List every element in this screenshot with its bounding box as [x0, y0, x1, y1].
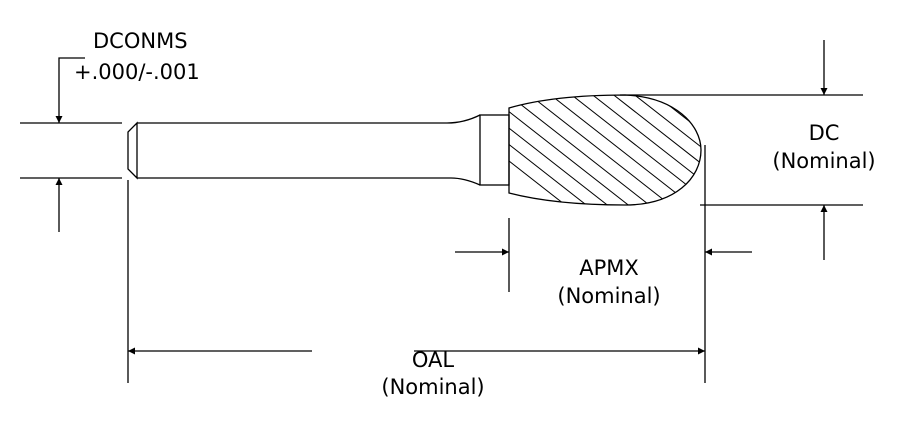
hatch-line — [526, 95, 701, 205]
dconms-label: DCONMS — [93, 29, 188, 53]
oal-note: (Nominal) — [381, 375, 484, 399]
oal-label: OAL — [412, 348, 455, 372]
oal-dimension: OAL (Nominal) — [127, 180, 705, 399]
hatch-line — [547, 95, 701, 205]
hatch-line — [509, 95, 674, 205]
apmx-note: (Nominal) — [557, 284, 660, 308]
dc-dimension: DC (Nominal) — [620, 40, 876, 260]
hatch-line — [509, 95, 611, 205]
dconms-tolerance: +.000/-.001 — [74, 60, 200, 84]
hatch-line — [509, 95, 701, 205]
tool-cutting-head — [508, 94, 702, 206]
hatch-line — [509, 95, 701, 205]
tool-shank — [127, 114, 481, 186]
hatch-line — [509, 95, 653, 205]
apmx-label: APMX — [579, 256, 639, 280]
hatch-line — [509, 95, 695, 205]
hatch-line — [568, 95, 701, 205]
tool-neck — [479, 114, 510, 186]
dconms-dimension: DCONMS +.000/-.001 — [20, 29, 200, 232]
apmx-dimension: APMX (Nominal) — [455, 145, 752, 383]
hatch-line — [509, 95, 632, 205]
dc-label: DC — [809, 121, 840, 145]
dc-note: (Nominal) — [772, 149, 875, 173]
